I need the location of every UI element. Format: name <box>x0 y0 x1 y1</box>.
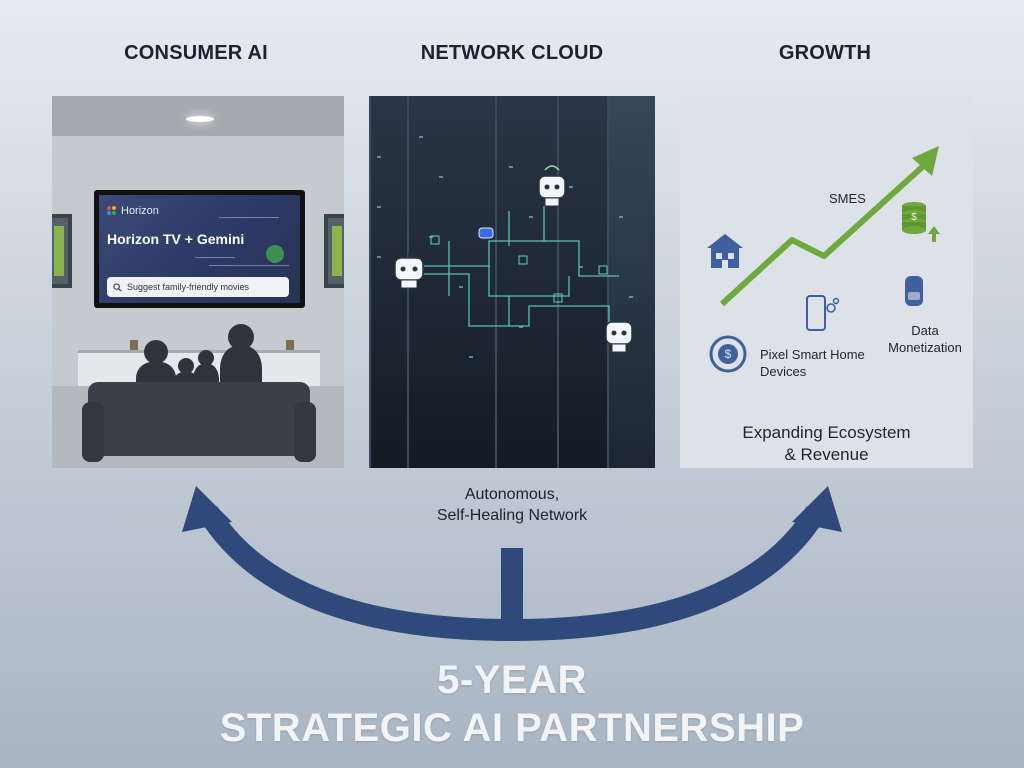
server-rack <box>557 96 607 468</box>
coin-stack-icon: $ <box>902 202 940 242</box>
smart-speaker-icon <box>905 276 923 306</box>
gemini-icon <box>266 245 284 263</box>
growth-chart-graphic: $ $ <box>707 146 940 373</box>
robot-icon <box>394 252 424 289</box>
ceiling-light <box>186 116 214 122</box>
headline-line2: STRATEGIC AI PARTNERSHIP <box>219 706 805 750</box>
tv-brand: Horizon <box>107 205 159 217</box>
tv-title: Horizon TV + Gemini <box>107 231 245 247</box>
wall-frame-left <box>52 214 72 288</box>
dollar-icon: $ <box>709 335 747 373</box>
growth-title: GROWTH <box>778 42 872 64</box>
tv-search-text: Suggest family-friendly movies <box>127 282 250 292</box>
svg-text:$: $ <box>911 212 917 223</box>
brand-logo-icon <box>107 206 117 216</box>
network-caption: Autonomous, Self-Healing Network <box>436 486 588 524</box>
vase <box>286 340 294 350</box>
consumer-ai-panel: Horizon Horizon TV + Gemini Suggest fami… <box>52 96 344 468</box>
arrow-head-left <box>182 486 232 532</box>
child-head <box>178 358 194 374</box>
tv-search-bar[interactable]: Suggest family-friendly movies <box>107 277 289 297</box>
person-head <box>228 324 254 350</box>
arrow-head-right <box>792 486 842 532</box>
tv-screen: Horizon Horizon TV + Gemini Suggest fami… <box>99 195 300 303</box>
server-rack <box>607 96 655 468</box>
sofa-arm <box>294 402 316 462</box>
pixel-devices-label: Pixel Smart Home Devices <box>760 347 865 379</box>
sofa-arm <box>82 402 104 462</box>
data-monetization-label: Data Monetization <box>888 323 962 355</box>
server-rack <box>495 96 557 468</box>
smes-label: SMES <box>829 191 866 206</box>
network-cloud-panel <box>369 96 655 468</box>
robot-icon <box>538 165 566 207</box>
search-icon <box>113 282 122 292</box>
robot-icon <box>478 227 494 239</box>
phone-icon <box>806 295 840 331</box>
network-cloud-title: NETWORK CLOUD <box>420 42 604 64</box>
growth-panel: $ $ SMES Pixel Smart Home Devices Data M… <box>680 96 973 468</box>
vase <box>130 340 138 350</box>
child-head <box>198 350 214 366</box>
sofa <box>88 382 310 456</box>
person-head <box>144 340 168 364</box>
svg-text:$: $ <box>725 347 732 361</box>
consumer-ai-title: CONSUMER AI <box>124 42 268 64</box>
house-icon <box>707 234 743 268</box>
robot-icon <box>605 321 633 353</box>
tv-brand-label: Horizon <box>121 205 159 217</box>
headline-line1: 5-YEAR <box>437 658 587 702</box>
network-circuit <box>377 136 633 358</box>
television: Horizon Horizon TV + Gemini Suggest fami… <box>94 190 305 308</box>
wall-frame-right <box>324 214 344 288</box>
growth-footer: Expanding Ecosystem & Revenue <box>742 423 911 464</box>
